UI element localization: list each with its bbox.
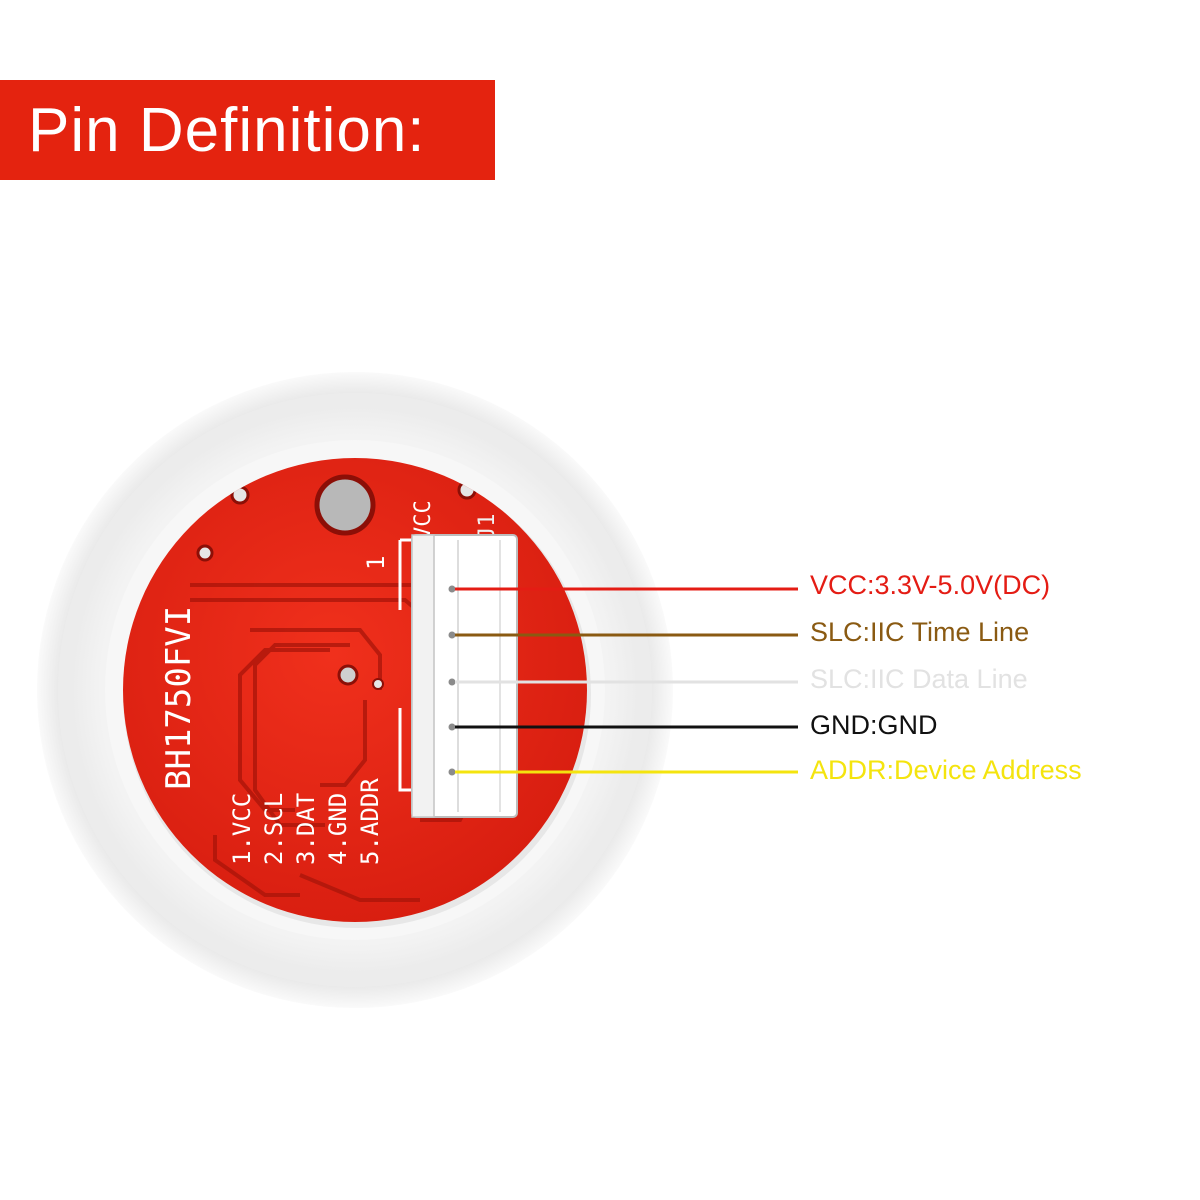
connector-pin (448, 723, 456, 731)
sensor-chip (337, 664, 359, 686)
via-hole (196, 544, 214, 562)
connector-pin (448, 585, 456, 593)
mounting-hole-large (314, 474, 376, 536)
connector-pin (448, 768, 456, 776)
silk-pin-item: 2.SCL (260, 793, 288, 865)
via-hole (372, 678, 384, 690)
silk-pin-item: 3.DAT (292, 793, 320, 865)
pin-label-vcc: VCC:3.3V-5.0V(DC) (810, 570, 1051, 600)
pin1-marker-silk: 1 (362, 556, 390, 570)
housing-ring (58, 393, 652, 987)
connector-pin (448, 678, 456, 686)
pin-label-sda: SLC:IIC Data Line (810, 664, 1028, 694)
title-banner: Pin Definition: (0, 80, 495, 180)
silk-pin-item: 5.ADDR (356, 778, 384, 865)
silk-pin-item: 4.GND (324, 793, 352, 865)
pin-label-scl: SLC:IIC Time Line (810, 617, 1030, 647)
vcc-silk: VCC (411, 500, 436, 540)
pin-label-gnd: GND:GND (810, 710, 938, 740)
silk-pin-item: 1.VCC (228, 793, 256, 865)
chip-name-silk: BH1750FVI (159, 606, 199, 790)
title-text: Pin Definition: (28, 95, 426, 165)
pin-label-addr: ADDR:Device Address (810, 755, 1082, 785)
connector-pin (448, 631, 456, 639)
silk-pin-list: 1.VCC 2.SCL 3.DAT 4.GND 5.ADDR (228, 778, 384, 865)
connector-j1 (411, 534, 518, 818)
